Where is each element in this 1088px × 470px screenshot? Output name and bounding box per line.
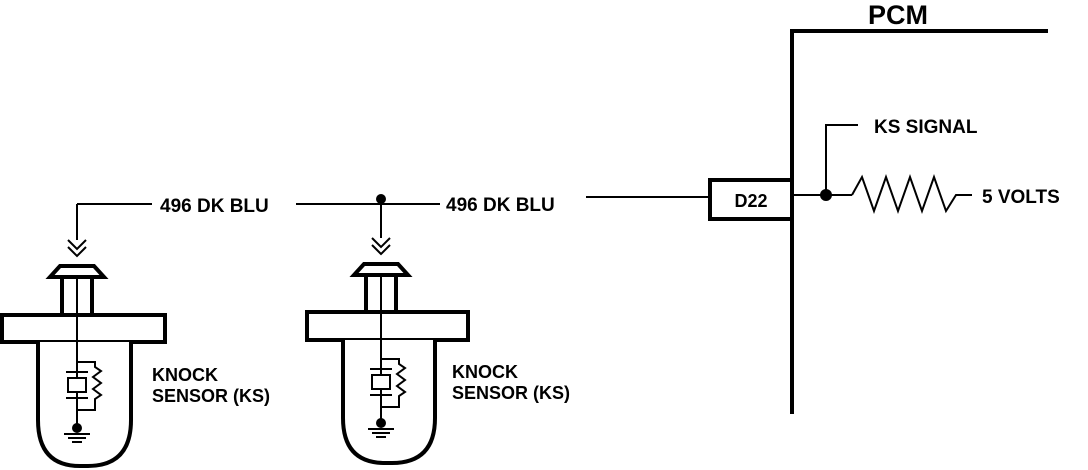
terminal-d22 <box>708 178 794 221</box>
knock-sensor-2 <box>305 237 470 465</box>
five-volts-label: 5 VOLTS <box>982 187 1060 208</box>
pcm-boundary <box>790 29 1048 414</box>
sensor-1-label-line1: KNOCK <box>152 365 218 385</box>
ks-signal-label: KS SIGNAL <box>874 117 978 138</box>
ks-signal-line <box>825 124 858 195</box>
sensor-1-label-line2: SENSOR (KS) <box>152 386 270 406</box>
sensor-2-label-line1: KNOCK <box>452 362 518 382</box>
pcm-title: PCM <box>868 0 928 30</box>
wire-label-2: 496 DK BLU <box>446 195 555 216</box>
wire-label-1: 496 DK BLU <box>160 196 269 217</box>
pcm-junction-dot <box>820 189 832 201</box>
terminal-d22-label: D22 <box>734 191 767 211</box>
pullup-resistor <box>851 173 972 215</box>
knock-sensor-1 <box>0 239 167 468</box>
harness-splice-dot <box>376 194 386 204</box>
sensor-2-label-line2: SENSOR (KS) <box>452 383 570 403</box>
harness-wire <box>76 196 710 240</box>
